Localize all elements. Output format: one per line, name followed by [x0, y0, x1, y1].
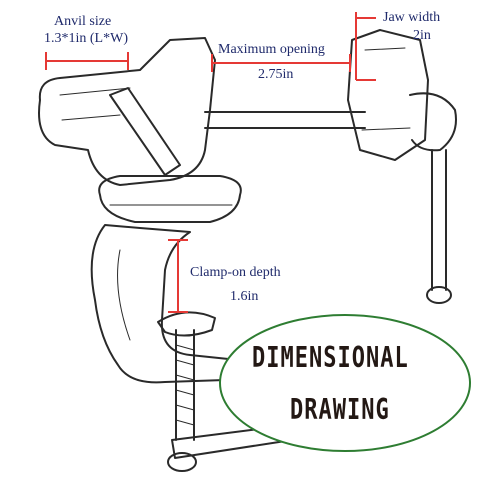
max-opening-label: Maximum opening [218, 42, 325, 57]
vise-anvil-highlight [59, 87, 131, 121]
vise-t-handle-end [167, 452, 197, 472]
jaw-width-value: 2in [413, 28, 431, 43]
vise-front-jaw [347, 29, 429, 161]
badge-title-line1: DIMENSIONAL [252, 342, 409, 375]
anvil-size-label: Anvil size [54, 14, 112, 29]
vise-clamp-frame [90, 224, 241, 384]
vise-lock-lever [109, 87, 181, 176]
vise-front-jaw-detail [361, 47, 411, 131]
anvil-size-dimension-line [45, 52, 129, 70]
max-opening-value: 2.75in [258, 67, 294, 82]
vise-slide-rod [204, 111, 366, 129]
clamp-depth-label: Clamp-on depth [190, 265, 281, 280]
vise-clamp-pad [157, 311, 216, 337]
vise-clamp-screw-threads [175, 344, 195, 426]
vise-clamp-screw [175, 329, 195, 441]
vise-clamp-frame-detail [117, 249, 131, 341]
max-opening-dimension-line [211, 54, 351, 72]
vise-swivel-base [98, 175, 242, 223]
badge-ellipse [219, 314, 471, 452]
jaw-width-label: Jaw width [383, 10, 441, 25]
vise-anvil [38, 37, 216, 186]
vise-handle-bar [431, 149, 447, 291]
vise-handle-knob [426, 286, 452, 304]
anvil-size-value: 1.3*1in (L*W) [44, 31, 128, 46]
clamp-depth-dimension-line [168, 239, 188, 313]
badge-title-line2: DRAWING [290, 394, 390, 427]
vise-handle-hub [409, 92, 457, 152]
clamp-depth-value: 1.6in [230, 289, 259, 304]
jaw-width-dimension-line [355, 12, 376, 81]
